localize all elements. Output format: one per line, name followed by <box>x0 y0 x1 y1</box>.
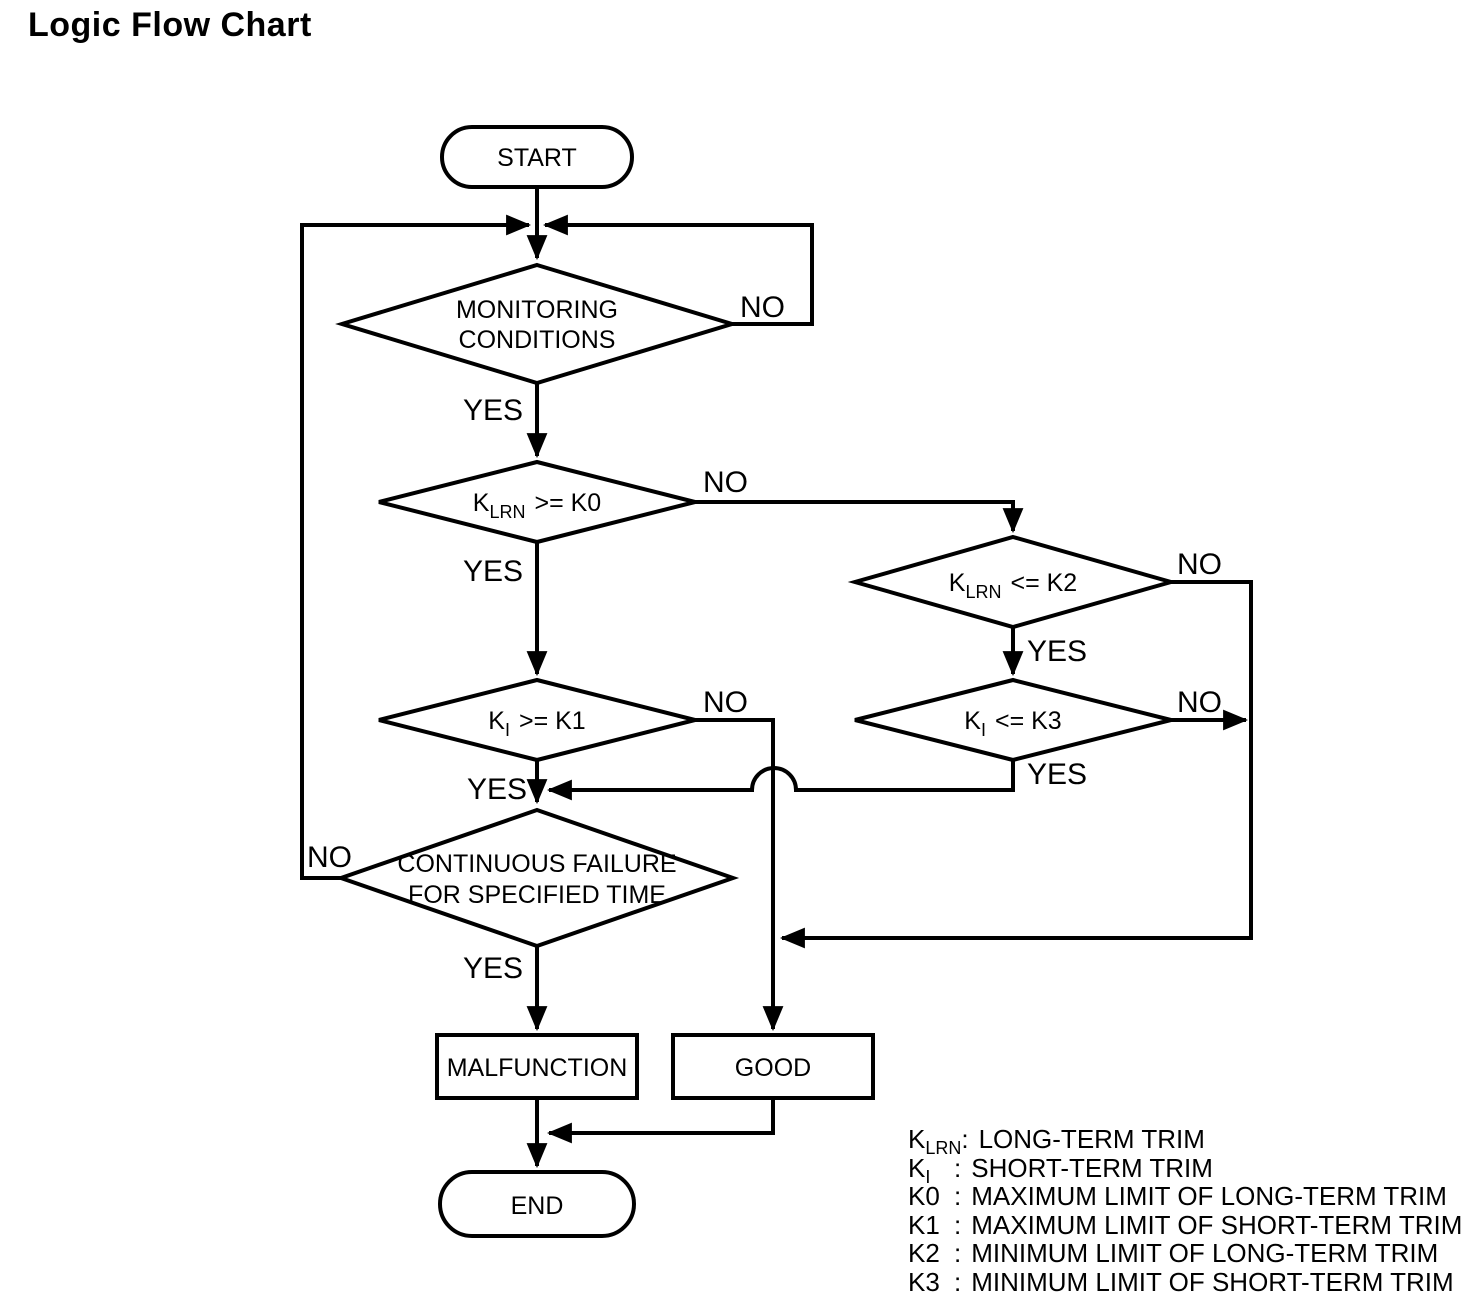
label-k1-no: NO <box>703 686 748 719</box>
legend-row-k1: K1:MAXIMUM LIMIT OF SHORT-TERM TRIM <box>908 1209 1463 1240</box>
label-k3-yes: YES <box>1027 758 1087 791</box>
monitoring-text-line2: CONDITIONS <box>459 326 616 354</box>
k2-condition-text: KLRN<= K2 <box>949 569 1077 602</box>
monitoring-text-line1: MONITORING <box>456 296 618 324</box>
edge-k0-no <box>695 500 1024 534</box>
start-terminal <box>440 125 634 189</box>
page-title: Logic Flow Chart <box>28 6 312 44</box>
legend: KLRN:LONG-TERM TRIM KI:SHORT-TERM TRIM K… <box>908 1124 1463 1297</box>
legend-description: LONG-TERM TRIM <box>978 1124 1205 1154</box>
legend-symbol: KLRN <box>908 1124 962 1159</box>
k1-condition-text: KI>= K1 <box>488 707 585 740</box>
edge-monitoring-no-loop <box>542 214 814 326</box>
decision-k1 <box>378 677 696 763</box>
legend-row-k2: K2:MINIMUM LIMIT OF LONG-TERM TRIM <box>908 1238 1439 1268</box>
legend-symbol: K2 <box>908 1238 940 1268</box>
edge-good-merge <box>546 1098 775 1144</box>
k3-condition-text: KI<= K3 <box>964 707 1061 740</box>
end-label: END <box>511 1192 564 1220</box>
legend-row-klrn: KLRN:LONG-TERM TRIM <box>908 1124 1205 1159</box>
decision-k0 <box>378 459 696 545</box>
label-k1-yes: YES <box>467 773 527 806</box>
legend-description: SHORT-TERM TRIM <box>971 1152 1213 1183</box>
continuous-text-line1: CONTINUOUS FAILURE <box>397 850 676 878</box>
label-k2-yes: YES <box>1027 635 1087 668</box>
legend-symbol: K1 <box>908 1209 940 1240</box>
legend-row-k3: K3:MINIMUM LIMIT OF SHORT-TERM TRIM <box>908 1266 1454 1297</box>
label-k3-no: NO <box>1177 686 1222 719</box>
legend-symbol: K0 <box>908 1181 940 1211</box>
edge-k3-yes-merge <box>546 760 1015 801</box>
edge-k1-no <box>695 718 784 1032</box>
legend-description: MINIMUM LIMIT OF SHORT-TERM TRIM <box>971 1266 1454 1297</box>
legend-description: MAXIMUM LIMIT OF LONG-TERM TRIM <box>971 1181 1447 1211</box>
edge-k2-no-rail <box>779 580 1253 949</box>
legend-symbol: K3 <box>908 1266 940 1297</box>
good-box <box>671 1033 875 1100</box>
label-continuous-no: NO <box>307 841 352 874</box>
label-monitoring-yes: YES <box>463 394 523 427</box>
malfunction-label: MALFUNCTION <box>447 1054 628 1082</box>
legend-symbol: KI <box>908 1152 931 1187</box>
label-k2-no: NO <box>1177 548 1222 581</box>
label-k0-yes: YES <box>463 555 523 588</box>
edge-continuous-no-loop <box>300 214 532 880</box>
start-label: START <box>497 144 577 172</box>
label-k0-no: NO <box>703 466 748 499</box>
legend-row-k0: K0:MAXIMUM LIMIT OF LONG-TERM TRIM <box>908 1181 1447 1211</box>
end-terminal <box>438 1170 636 1238</box>
decision-k3 <box>854 677 1172 763</box>
legend-row-ki: KI:SHORT-TERM TRIM <box>908 1152 1213 1187</box>
decision-k2 <box>847 534 1179 630</box>
decision-continuous-failure <box>334 807 740 949</box>
good-label: GOOD <box>735 1054 811 1082</box>
continuous-text-line2: FOR SPECIFIED TIME <box>408 881 666 909</box>
legend-description: MAXIMUM LIMIT OF SHORT-TERM TRIM <box>971 1209 1463 1240</box>
k0-condition-text: KLRN>= K0 <box>473 489 601 522</box>
legend-description: MINIMUM LIMIT OF LONG-TERM TRIM <box>971 1238 1439 1268</box>
decision-monitoring <box>335 262 739 386</box>
label-monitoring-no: NO <box>740 291 785 324</box>
label-continuous-yes: YES <box>463 952 523 985</box>
malfunction-box <box>435 1033 639 1100</box>
